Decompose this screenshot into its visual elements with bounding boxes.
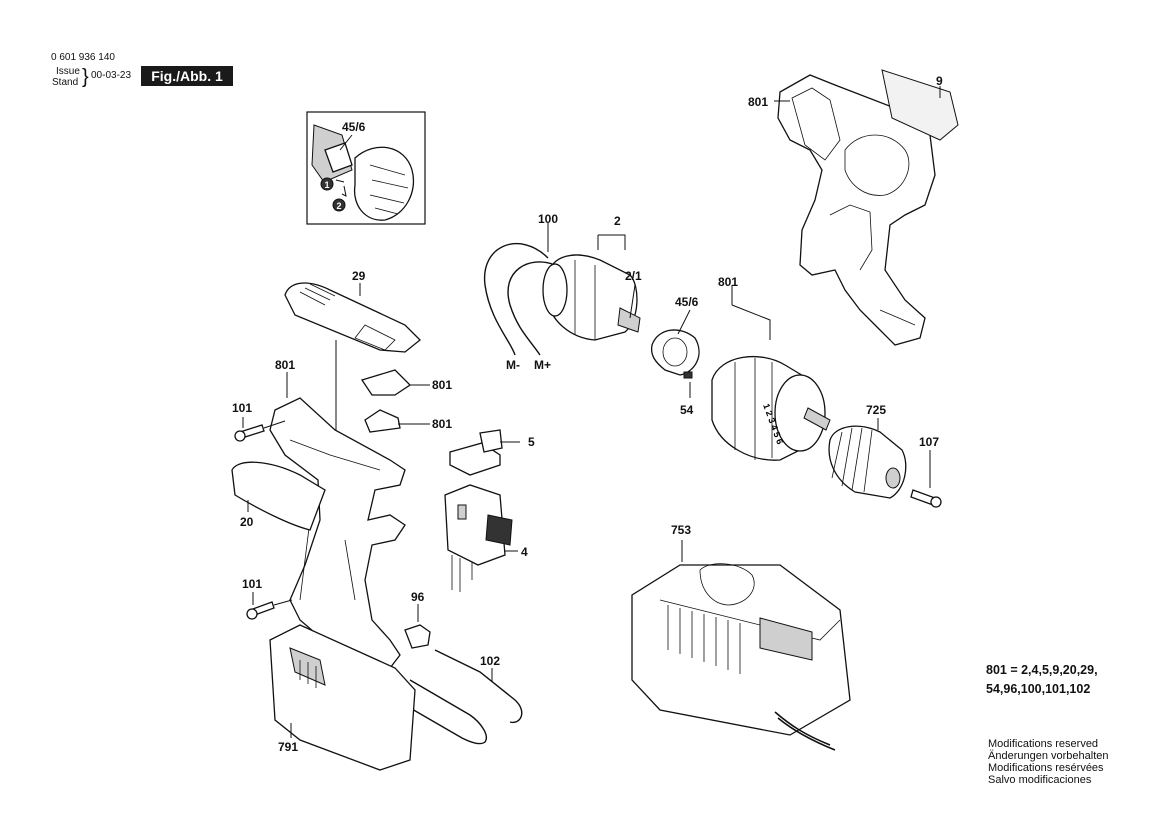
label-2: 2 [614,214,621,228]
label-9: 9 [936,74,943,88]
wire-102 [404,649,523,745]
label-801-gear: 801 [718,275,738,289]
label-20: 20 [240,515,254,529]
label-45-6-inset: 45/6 [342,120,366,134]
housing-half-right [774,69,959,346]
label-801-clip-b: 801 [432,417,452,431]
motor-assembly [483,223,641,356]
battery-pack [269,624,416,771]
step-1-marker [320,177,334,191]
label-m-plus: M+ [534,358,551,372]
inset-detail: 1 2 [306,111,426,225]
label-107: 107 [919,435,939,449]
screw-101-upper [234,417,286,442]
figure-label: Fig./Abb. 1 [141,66,233,86]
top-cover [284,282,421,353]
small-clips [360,369,430,433]
label-801-clip-a: 801 [432,378,452,392]
label-45-6: 45/6 [675,295,699,309]
leader-2-1 [629,284,636,319]
label-101-upper: 101 [232,401,252,415]
label-791: 791 [278,740,298,754]
modifications-de: Änderungen vorbehalten [988,750,1109,762]
main-housing [269,340,406,669]
label-753: 753 [671,523,691,537]
issue-date: 00-03-23 [91,70,132,81]
label-102: 102 [480,654,500,668]
part-number: 0 601 936 140 [51,52,115,63]
brace-symbol: } [82,66,89,88]
step-1-text: 1 [324,180,329,190]
switch [444,484,518,592]
label-29: 29 [352,269,366,283]
label-m-minus: M- [506,358,520,372]
label-801-housing: 801 [748,95,768,109]
bracket-2 [597,234,626,250]
clip-96 [404,604,431,649]
label-2-1: 2/1 [625,269,642,283]
kit-note-line-2: 54,96,100,101,102 [986,682,1091,696]
modifications-es: Salvo modificaciones [988,774,1092,786]
stand-label: Stand [52,77,79,88]
label-100: 100 [538,212,558,226]
flange-and-screw [650,309,700,398]
modifications-en: Modifications reserved [988,738,1099,750]
gearbox: 1 2 3 4 5 6 [711,285,831,461]
modifications-fr: Modifications resérvées [988,762,1104,774]
label-96: 96 [411,590,425,604]
kit-note-line-1: 801 = 2,4,5,9,20,29, [986,663,1098,677]
label-5: 5 [528,435,535,449]
label-101-lower: 101 [242,577,262,591]
label-801-housing-left: 801 [275,358,295,372]
keyless-chuck [828,418,942,508]
label-54: 54 [680,403,694,417]
label-725: 725 [866,403,886,417]
label-plate [231,461,326,531]
step-2-marker [332,198,346,212]
issue-label: Issue [56,66,80,77]
screw-101-lower [246,592,293,620]
step-2-text: 2 [336,201,341,211]
label-4: 4 [521,545,528,559]
charger [631,540,851,751]
switch-bracket [449,429,520,476]
